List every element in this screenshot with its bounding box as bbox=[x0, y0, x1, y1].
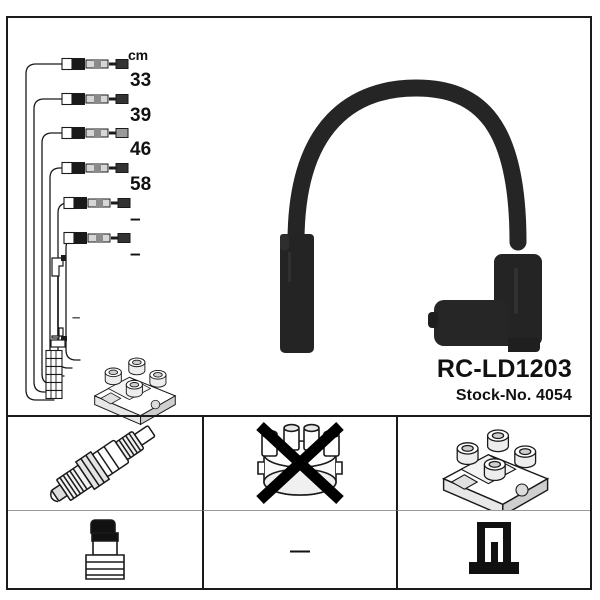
icon-cell-spark-plug-boot bbox=[8, 510, 202, 590]
distributor-cap-icon bbox=[256, 421, 344, 504]
part-number: RC-LD1203 bbox=[436, 355, 572, 383]
length-label-4: 58 bbox=[130, 174, 152, 195]
cross-out-mark bbox=[256, 421, 344, 504]
length-label-5: – bbox=[130, 209, 141, 230]
lead-terminal-5 bbox=[63, 196, 131, 210]
lead-terminal-3 bbox=[61, 126, 129, 140]
icon-cell-coil-terminal bbox=[396, 510, 590, 590]
length-label-1: 33 bbox=[130, 70, 152, 91]
elbow-boot bbox=[428, 254, 542, 352]
extra-lead-length-label: – bbox=[72, 309, 81, 326]
unit-header: cm bbox=[128, 47, 148, 63]
lead-terminal-2 bbox=[61, 92, 129, 106]
ignition-cable-illustration bbox=[280, 79, 542, 353]
diagram-frame: cm 33 39 46 58 – – – bbox=[6, 16, 592, 590]
cable-path-2 bbox=[33, 98, 63, 393]
cable-length-schematic: cm 33 39 46 58 – – – bbox=[10, 20, 390, 426]
lead-terminal-6 bbox=[63, 231, 131, 245]
spark-plug-icon bbox=[50, 424, 156, 502]
schematic-coil-pack-icon bbox=[93, 357, 177, 426]
product-identification: RC-LD1203 Stock-No. 4054 bbox=[272, 355, 572, 405]
coil-terminal-icon bbox=[469, 521, 519, 574]
dash-icon: — bbox=[290, 539, 310, 562]
coil-side-terminals bbox=[45, 349, 63, 400]
straight-boot bbox=[280, 234, 314, 353]
lead-terminals bbox=[61, 57, 131, 245]
main-panel: cm 33 39 46 58 – – – bbox=[8, 18, 590, 426]
length-label-6: – bbox=[130, 244, 141, 265]
stock-number: Stock-No. 4054 bbox=[455, 386, 572, 404]
cable-path-6 bbox=[63, 237, 81, 361]
cable-body bbox=[287, 79, 527, 251]
icon-cell-distributor-cap bbox=[202, 415, 396, 510]
length-label-2: 39 bbox=[130, 105, 152, 126]
ignition-coil-pack-icon bbox=[441, 428, 550, 510]
lead-terminal-4 bbox=[61, 161, 129, 175]
extra-short-lead bbox=[50, 255, 67, 348]
schematic-drawing bbox=[25, 57, 177, 426]
icon-cell-ignition-coil bbox=[396, 415, 590, 510]
spark-plug-boot-icon bbox=[85, 518, 125, 580]
lead-terminal-1 bbox=[61, 57, 129, 71]
icon-cell-spark-plug bbox=[8, 415, 202, 510]
application-icon-grid: — bbox=[8, 415, 590, 590]
cable-path-1 bbox=[25, 63, 63, 401]
length-label-3: 46 bbox=[130, 139, 152, 160]
icon-cell-not-applicable: — bbox=[202, 510, 396, 590]
